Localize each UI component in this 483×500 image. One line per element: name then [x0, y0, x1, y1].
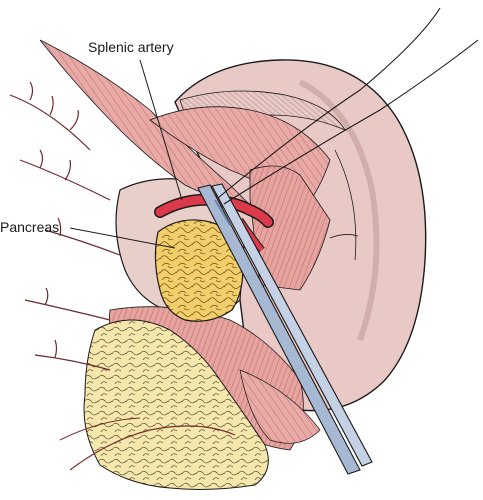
label-leader-lines: [69, 59, 183, 249]
surgical-clamp: [197, 183, 373, 475]
ligature-suture: [217, 7, 479, 205]
omental-fat: [59, 319, 269, 490]
label-pancreas: Pancreas: [0, 219, 60, 235]
branching-vessels: [9, 81, 121, 371]
label-splenic-artery: Splenic artery: [88, 39, 174, 55]
gastrosplenic-ligament: [39, 39, 331, 291]
pancreas: [154, 219, 244, 322]
